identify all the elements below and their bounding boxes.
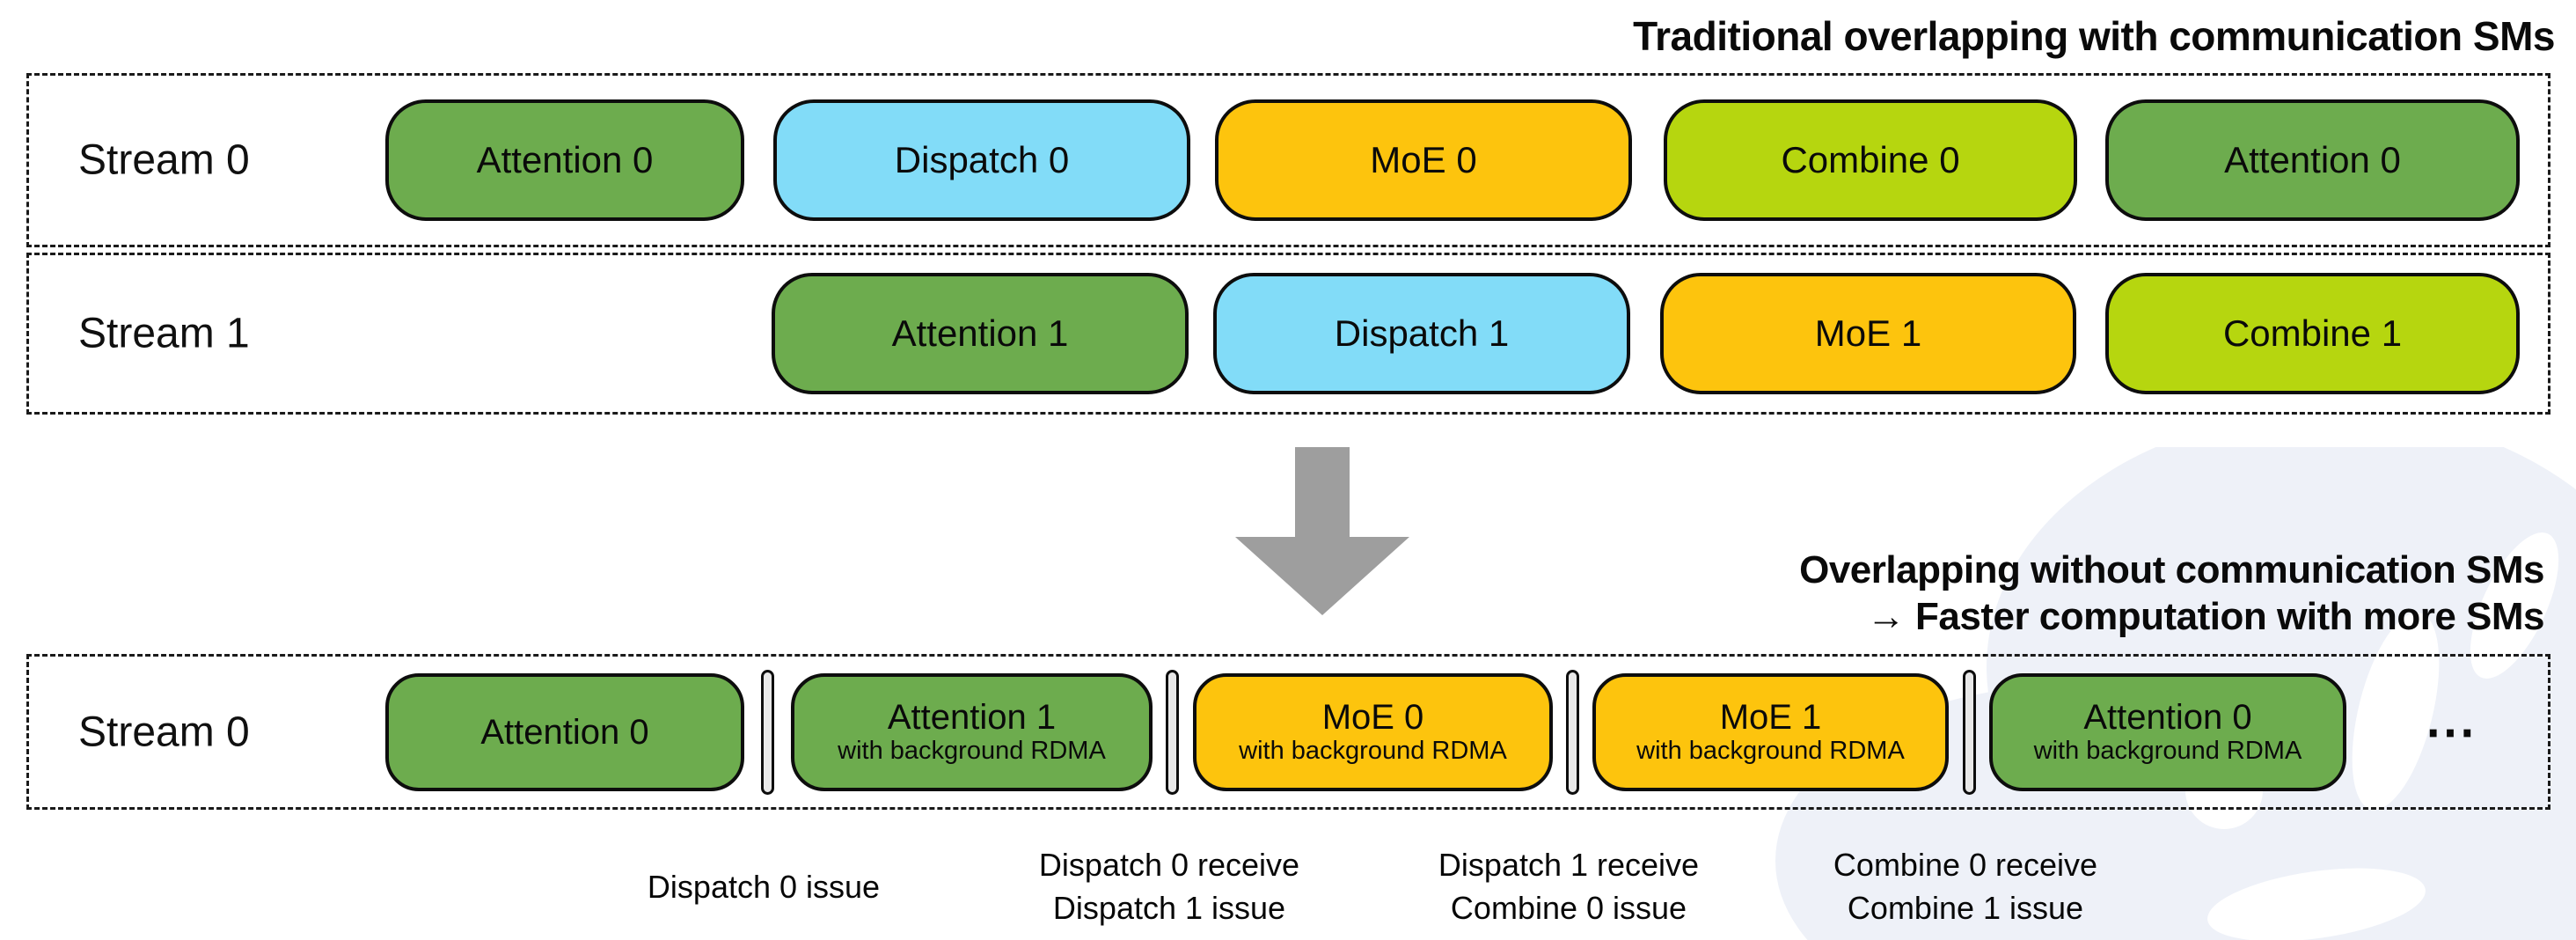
overlap-section-title: Overlapping without communication SMs → … (1799, 547, 2544, 641)
task-block-attention-0: Attention 0 (385, 672, 744, 791)
stream-divider (1166, 669, 1179, 795)
stream-label: Stream 0 (78, 709, 250, 755)
task-block-label: Attention 0 (2224, 138, 2401, 180)
task-block-moe-1: MoE 1 (1660, 273, 2076, 394)
task-block-attention-0: Attention 0 (385, 99, 744, 221)
task-block-label: Combine 1 (2222, 312, 2403, 354)
task-block-label: Attention 1 (887, 697, 1057, 737)
task-block-attention-0: Attention 0 (2105, 99, 2520, 221)
task-block-label: Dispatch 0 (894, 138, 1070, 180)
annotation-line: Dispatch 0 receive (1038, 847, 1300, 884)
task-block-combine-1: Combine 1 (2105, 273, 2520, 394)
task-block-combine-0: Combine 0 (1664, 99, 2077, 221)
task-block-sublabel: with background RDMA (2033, 736, 2302, 765)
stream-label: Stream 1 (78, 310, 250, 357)
overlap-title-line2: → Faster computation with more SMs (1866, 594, 2545, 638)
task-block-label: MoE 1 (1814, 312, 1922, 354)
overlap-title-line1: Overlapping without communication SMs (1799, 548, 2544, 591)
annotation-line: Combine 0 receive (1833, 847, 2098, 884)
annotation-line: Dispatch 0 issue (647, 868, 881, 905)
traditional-section-title: Traditional overlapping with communicati… (1633, 13, 2555, 59)
task-block-sublabel: with background RDMA (1636, 736, 1905, 765)
traditional-stream0-row: Stream 0 Attention 0 Dispatch 0 MoE 0 Combin… (26, 73, 2550, 247)
task-block-label: Attention 0 (2083, 697, 2252, 737)
annotation-line: Combine 0 issue (1450, 890, 1687, 926)
task-block-dispatch-0: Dispatch 0 (773, 99, 1190, 221)
stream-label: Stream 0 (78, 136, 250, 184)
annotation-line: Combine 1 issue (1847, 890, 2084, 926)
task-block-label: Attention 1 (891, 312, 1069, 354)
continuation-ellipsis: ⋯ (2425, 702, 2481, 760)
task-block-attention-1: Attention 1 (772, 273, 1189, 394)
task-block-label: MoE 0 (1321, 697, 1424, 737)
stream-divider (761, 669, 774, 795)
task-block-moe-0: MoE 0 (1215, 99, 1632, 221)
task-block-sublabel: with background RDMA (838, 736, 1106, 765)
annotation-line: Dispatch 1 issue (1052, 890, 1286, 926)
traditional-stream1-row: Stream 1 Attention 1 Dispatch 1 MoE 1 Combin… (26, 253, 2550, 415)
task-block-label: MoE 0 (1370, 138, 1477, 180)
task-block-label: MoE 1 (1719, 697, 1822, 737)
stream-divider (1566, 669, 1579, 795)
task-block-label: Attention 0 (476, 138, 654, 180)
task-block-label: Attention 0 (480, 712, 649, 752)
task-block-dispatch-1: Dispatch 1 (1213, 273, 1630, 394)
down-arrow-icon (1235, 447, 1409, 615)
communication-annotation: Dispatch 0 issue (648, 841, 880, 933)
annotation-line: Dispatch 1 receive (1438, 847, 1700, 884)
task-block-label: Combine 0 (1781, 138, 1960, 180)
stream-divider (1963, 669, 1976, 795)
task-block-label: Dispatch 1 (1334, 312, 1510, 354)
task-block-sublabel: with background RDMA (1239, 736, 1507, 765)
